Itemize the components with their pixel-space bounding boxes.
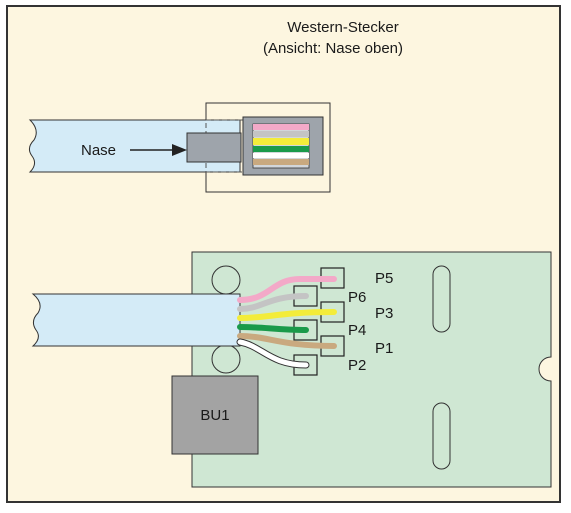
mount-hole-top — [211, 265, 241, 295]
pin-label-p2: P2 — [348, 357, 366, 374]
bottom-cable — [31, 293, 241, 347]
pcb-board — [191, 251, 552, 488]
nase-label: Nase — [81, 142, 116, 159]
top-wire-white — [253, 153, 309, 158]
top-plug-diagram: Nase — [28, 102, 331, 193]
pin-label-p6: P6 — [348, 289, 366, 306]
nase-arrow-head — [172, 144, 187, 156]
pin-label-p1: P1 — [375, 340, 393, 357]
wire-pink — [237, 276, 337, 303]
top-wire-tan — [253, 159, 309, 165]
top-wire-gray — [253, 131, 309, 137]
wire-yellow — [237, 309, 337, 321]
pin-label-p3: P3 — [375, 305, 393, 322]
mount-hole-bottom — [211, 344, 241, 374]
plug-latch — [186, 132, 242, 163]
slot-top — [432, 265, 451, 333]
title-line-1: Western-Stecker — [287, 19, 398, 36]
wire-white — [237, 339, 309, 368]
bu1-label: BU1 — [200, 407, 229, 424]
wire-tan — [237, 333, 337, 349]
slot-bottom — [432, 402, 451, 470]
top-wire-green — [253, 146, 309, 152]
wire-gray — [237, 293, 309, 312]
pin-label-p4: P4 — [348, 322, 366, 339]
top-wire-yellow — [253, 138, 309, 145]
top-wire-pink — [253, 124, 309, 130]
wire-green — [237, 324, 309, 333]
pin-label-p5: P5 — [375, 270, 393, 287]
bu1-socket — [171, 375, 259, 455]
title-line-2: (Ansicht: Nase oben) — [263, 40, 403, 57]
pcb-diagram: BU1 P5 P6 P3 P4 P1 P2 — [31, 251, 552, 488]
